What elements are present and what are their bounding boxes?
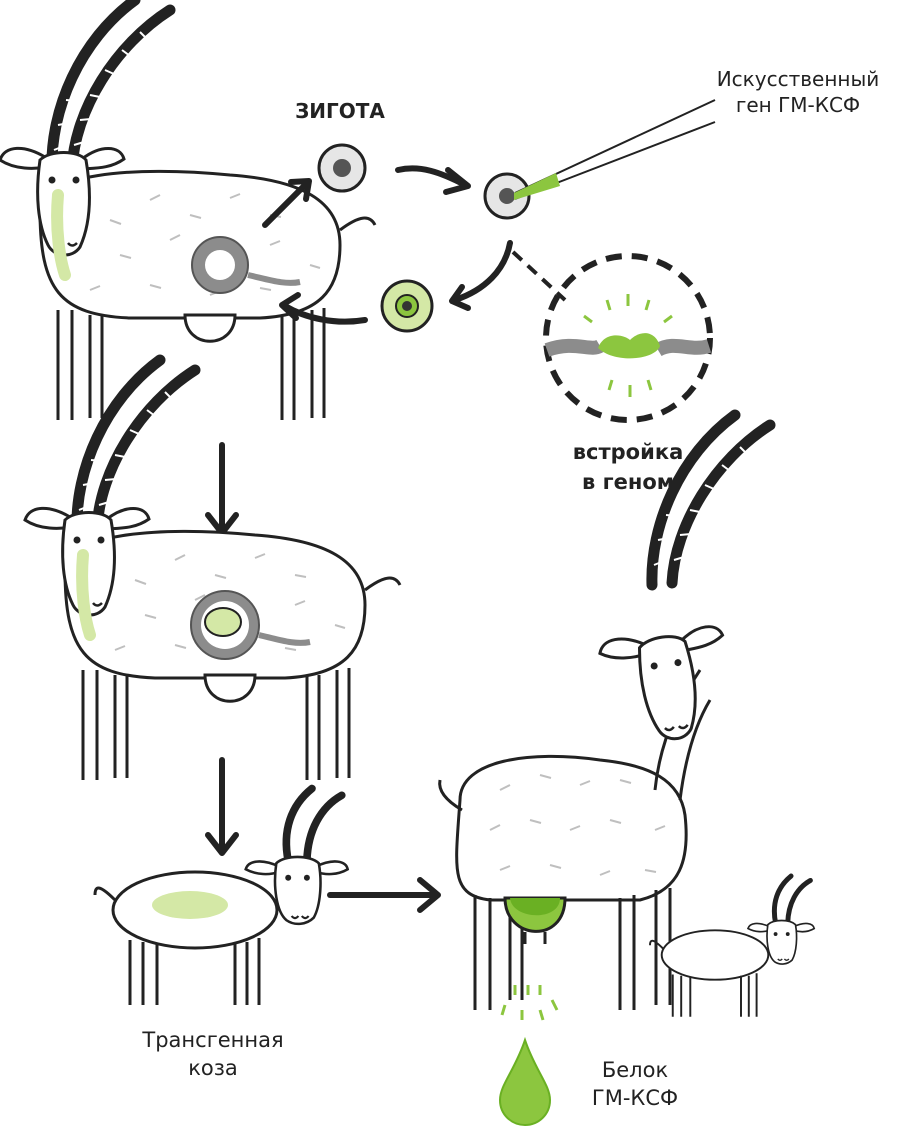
label-transgenic-line2: коза (108, 1056, 318, 1081)
goat-adult-milking (440, 415, 770, 1010)
zygote-cell (319, 145, 365, 191)
arrow-down-1 (208, 445, 236, 533)
micro-needle (514, 100, 715, 200)
genome-integration-detail (546, 256, 710, 420)
connector-dashed-line (513, 252, 565, 300)
label-transgenic-line1: Трансгенная (108, 1028, 318, 1053)
arrow-kid-to-adult (330, 880, 438, 910)
label-integration-line2: в геном (553, 470, 703, 495)
label-artificial-gene-line2: ген ГМ-КСФ (688, 94, 908, 118)
arrow-down-2 (208, 760, 236, 853)
goat-pregnant (25, 360, 400, 780)
protein-drop (500, 1040, 550, 1125)
arrow-zygote-to-injection (398, 168, 468, 192)
label-protein-line1: Белок (560, 1058, 710, 1083)
modified-cell (382, 281, 432, 331)
goat-adult-initial (0, 0, 375, 420)
label-integration-line1: встройка (553, 440, 703, 465)
arrow-injection-to-modified (452, 243, 510, 308)
label-zygote: ЗИГОТА (270, 100, 410, 124)
label-artificial-gene-line1: Искусственный (688, 68, 908, 92)
goat-small-kid (650, 876, 814, 1017)
label-protein-line2: ГМ-КСФ (560, 1086, 710, 1111)
